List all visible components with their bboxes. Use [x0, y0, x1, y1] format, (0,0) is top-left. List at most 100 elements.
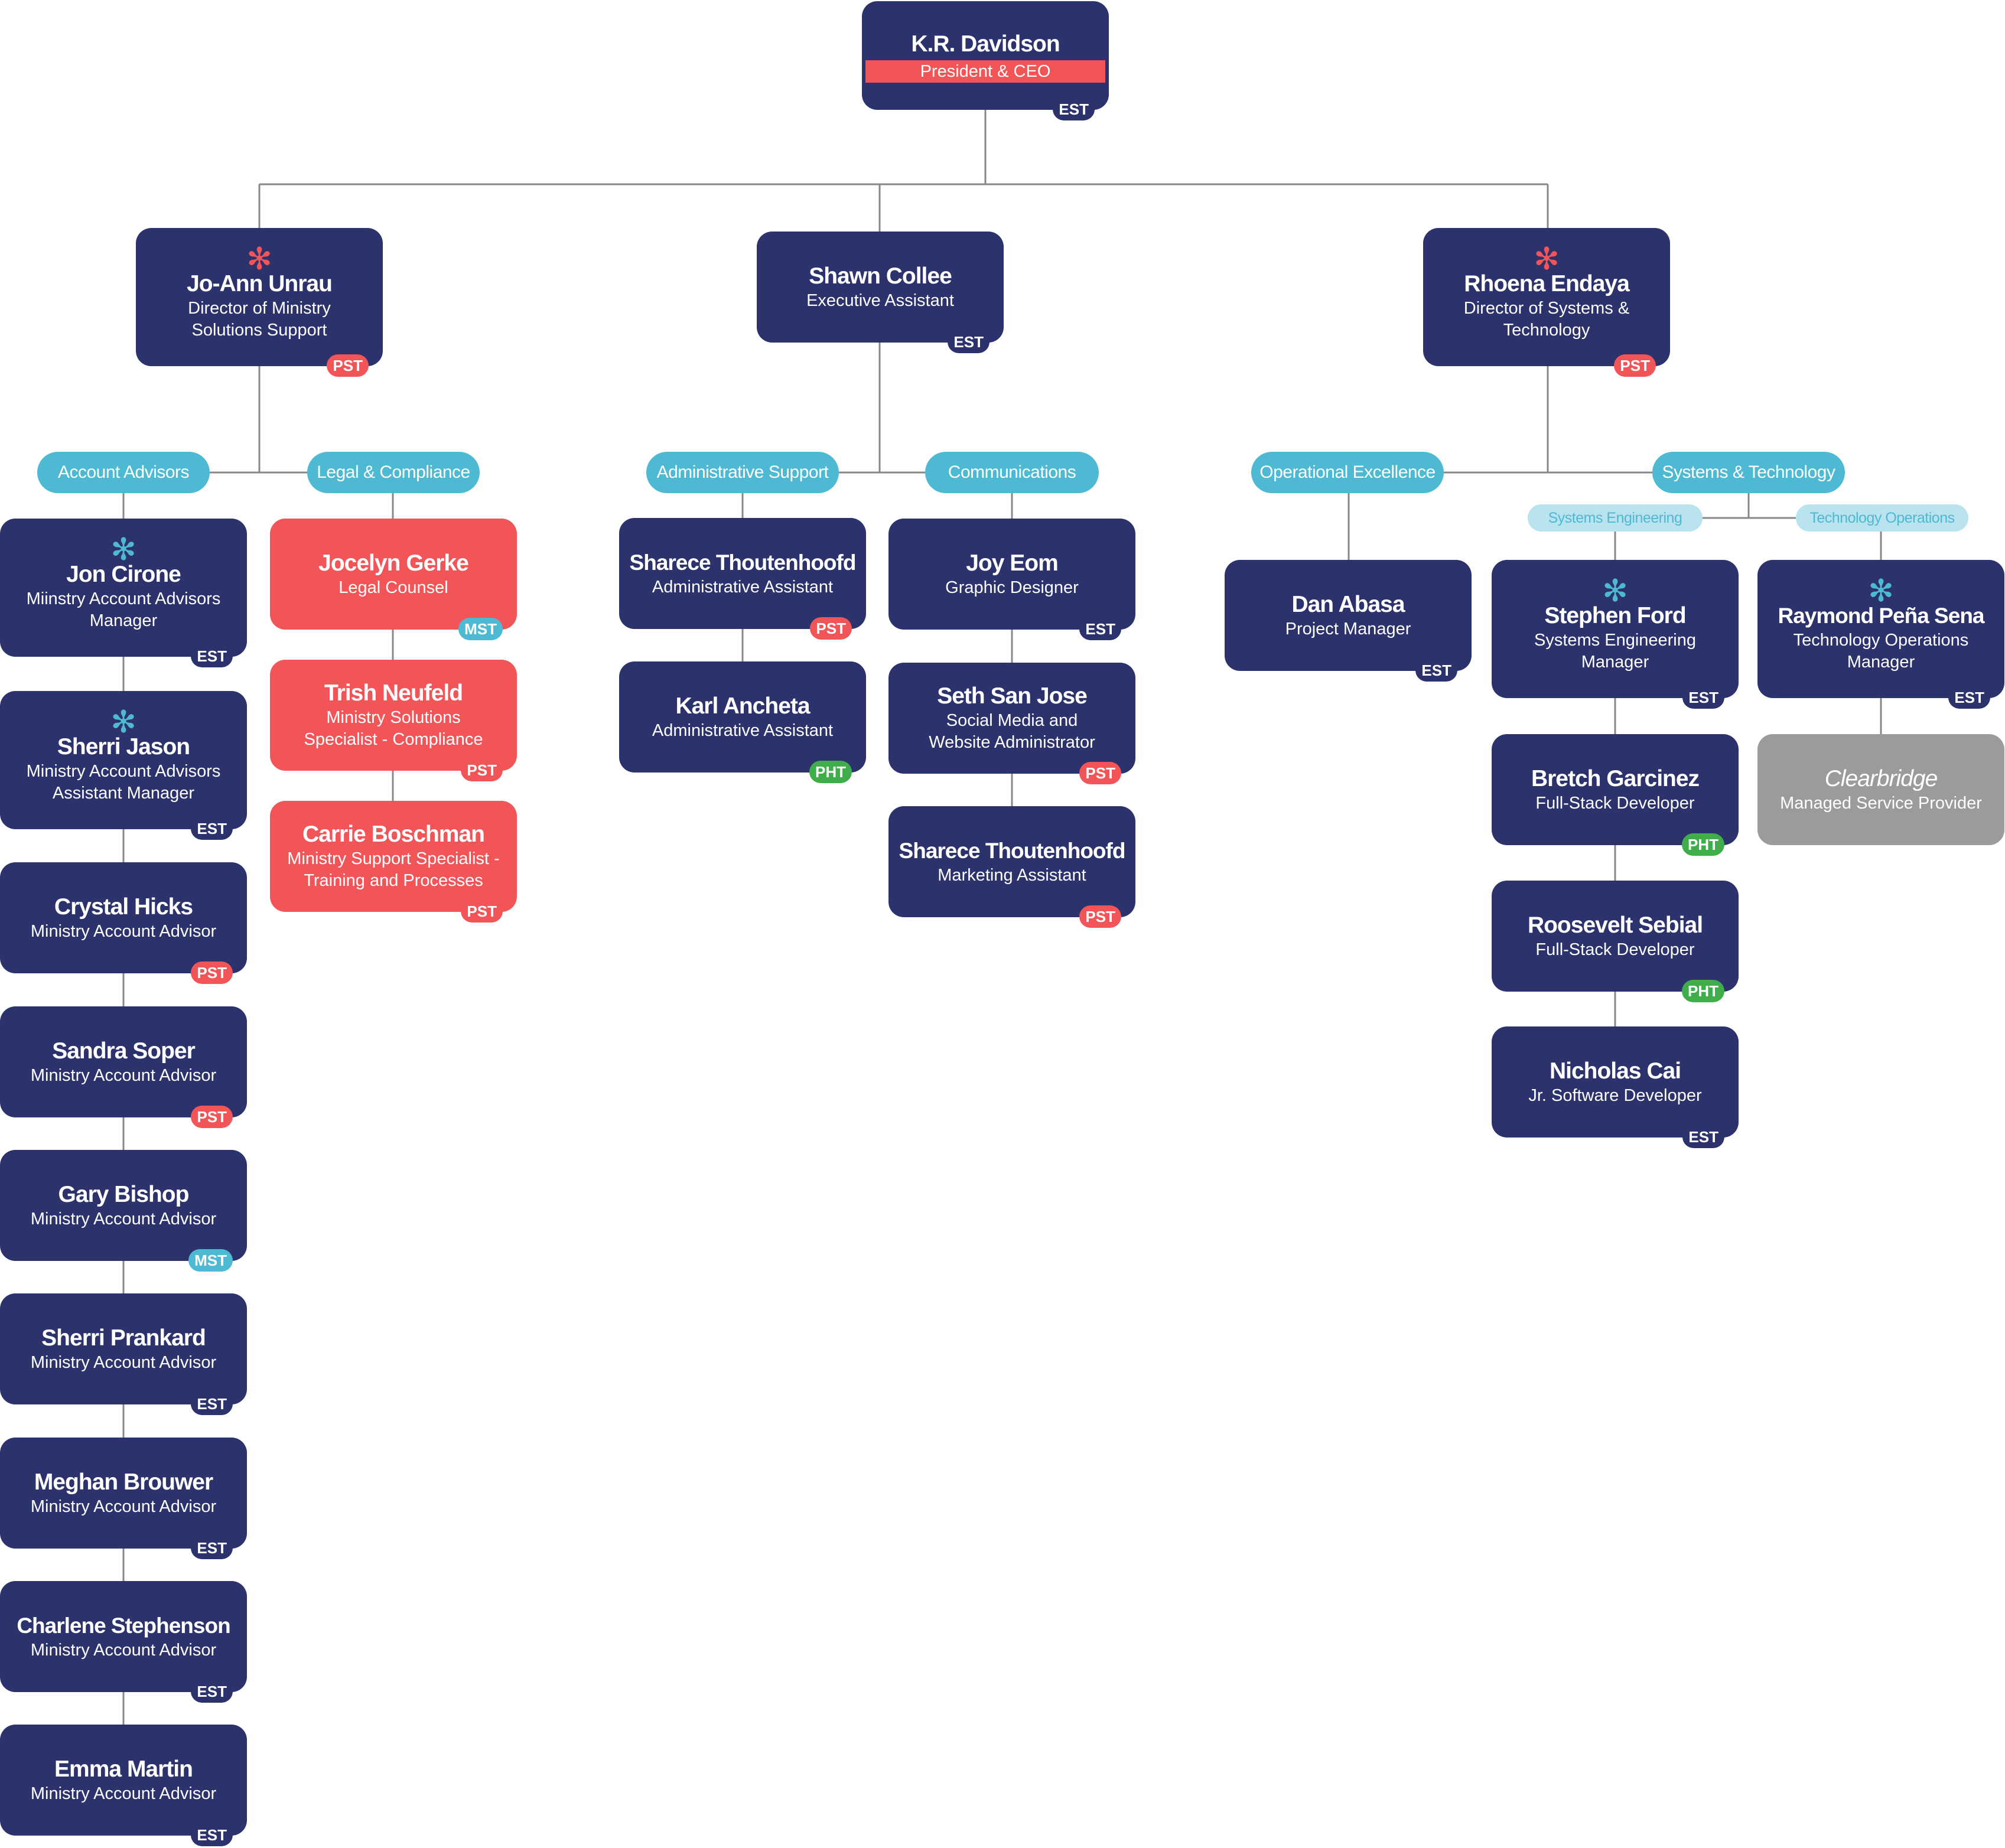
- timezone-badge: EST: [191, 817, 233, 840]
- person-name: Raymond Peña Sena: [1778, 604, 1984, 628]
- person-card: Sharece Thoutenhoofd Marketing Assistant…: [888, 806, 1135, 928]
- person-title: Ministry Account Advisor: [30, 1784, 217, 1803]
- person-name: Seth San Jose: [937, 683, 1088, 709]
- person-name: Jocelyn Gerke: [318, 550, 469, 576]
- vendor-title: Managed Service Provider: [1780, 793, 1982, 813]
- timezone-badge: PST: [327, 354, 369, 377]
- timezone-badge: EST: [191, 1680, 233, 1703]
- person-name: Dan Abasa: [1291, 591, 1405, 617]
- person-name: Rhoena Endaya: [1464, 271, 1630, 296]
- timezone-badge: EST: [191, 1537, 233, 1559]
- person-name: Sherri Prankard: [41, 1325, 206, 1351]
- timezone-badge: EST: [191, 1393, 233, 1415]
- timezone-badge: PST: [461, 759, 503, 781]
- person-name: Crystal Hicks: [54, 894, 193, 920]
- timezone-badge: PHT: [1682, 980, 1724, 1002]
- person-card: Emma Martin Ministry Account Advisor EST: [0, 1725, 247, 1846]
- person-card: Jocelyn Gerke Legal Counsel MST: [270, 519, 517, 640]
- person-card: Charlene Stephenson Ministry Account Adv…: [0, 1581, 247, 1703]
- person-title: Graphic Designer: [945, 578, 1079, 597]
- person-title: Ministry Account Advisor: [30, 1065, 217, 1085]
- group-administrative-support: Administrative Support: [646, 452, 839, 493]
- asterisk-icon: ✻: [1868, 574, 1894, 608]
- group-operational-excellence: Operational Excellence: [1251, 452, 1444, 493]
- person-title: Full-Stack Developer: [1535, 940, 1695, 959]
- person-card: Gary Bishop Ministry Account Advisor MST: [0, 1150, 247, 1272]
- person-name: Nicholas Cai: [1549, 1058, 1681, 1084]
- ceo-title: President & CEO: [865, 60, 1105, 83]
- person-card: Sherri Prankard Ministry Account Advisor…: [0, 1293, 247, 1415]
- person-title: Ministry Support Specialist - Training a…: [287, 849, 500, 890]
- person-title: Systems Engineering Manager: [1534, 631, 1697, 672]
- timezone-badge: PHT: [809, 761, 852, 783]
- person-title: Ministry Account Advisor: [30, 1352, 217, 1372]
- person-title: Social Media and Website Administrator: [929, 711, 1095, 752]
- timezone-badge: PST: [191, 1106, 233, 1128]
- director-card-collee: Shawn Collee Executive Assistant EST: [757, 232, 1004, 353]
- person-title: Full-Stack Developer: [1535, 793, 1695, 813]
- person-title: Ministry Account Advisor: [30, 1640, 217, 1660]
- person-card: Meghan Brouwer Ministry Account Advisor …: [0, 1438, 247, 1559]
- person-title: Miinstry Account Advisors Manager: [26, 589, 221, 630]
- timezone-badge: PST: [1079, 905, 1121, 928]
- ceo-card: K.R. Davidson President & CEO EST: [862, 1, 1109, 120]
- asterisk-icon: ✻: [1534, 242, 1560, 276]
- person-card: Roosevelt Sebial Full-Stack Developer PH…: [1492, 881, 1739, 1002]
- timezone-badge: EST: [1682, 1126, 1724, 1148]
- person-card: Crystal Hicks Ministry Account Advisor P…: [0, 862, 247, 984]
- person-card: Bretch Garcinez Full-Stack Developer PHT: [1492, 734, 1739, 856]
- vendor-name: Clearbridge: [1824, 765, 1938, 791]
- person-name: Gary Bishop: [58, 1181, 190, 1207]
- person-title: Technology Operations Manager: [1793, 631, 1969, 672]
- person-name: Charlene Stephenson: [17, 1613, 230, 1638]
- person-card: Joy Eom Graphic Designer EST: [888, 519, 1135, 640]
- person-title: Director of Systems & Technology: [1463, 299, 1630, 340]
- person-card: Karl Ancheta Administrative Assistant PH…: [619, 661, 866, 783]
- timezone-badge: PST: [1079, 762, 1121, 784]
- group-communications: Communications: [925, 452, 1099, 493]
- ceo-name: K.R. Davidson: [911, 31, 1060, 57]
- person-card: Trish Neufeld Ministry Solutions Special…: [270, 660, 517, 781]
- timezone-badge: EST: [1948, 686, 1990, 709]
- asterisk-icon: ✻: [1602, 574, 1628, 608]
- person-name: Jo-Ann Unrau: [187, 271, 333, 296]
- group-technology-operations: Technology Operations: [1796, 504, 1968, 532]
- timezone-badge: PST: [810, 617, 852, 640]
- person-name: Sherri Jason: [57, 734, 190, 760]
- timezone-badge: EST: [1079, 618, 1121, 640]
- person-title: Ministry Account Advisors Assistant Mana…: [26, 762, 221, 803]
- asterisk-icon: ✻: [110, 705, 136, 739]
- group-systems-technology: Systems & Technology: [1652, 452, 1845, 493]
- timezone-badge: MST: [188, 1249, 233, 1272]
- person-card: ✻ Raymond Peña Sena Technology Operation…: [1757, 560, 2004, 709]
- timezone-badge: EST: [191, 645, 233, 667]
- vendor-card: Clearbridge Managed Service Provider: [1757, 734, 2004, 845]
- person-card: ✻ Stephen Ford Systems Engineering Manag…: [1492, 560, 1739, 709]
- timezone-badge: EST: [1053, 98, 1095, 120]
- person-card: ✻ Sherri Jason Ministry Account Advisors…: [0, 691, 247, 840]
- person-name: Stephen Ford: [1544, 603, 1686, 628]
- timezone-badge: PHT: [1682, 833, 1724, 856]
- group-account-advisors: Account Advisors: [37, 452, 210, 493]
- timezone-badge: PST: [191, 962, 233, 984]
- person-name: Trish Neufeld: [324, 680, 463, 706]
- person-card: Carrie Boschman Ministry Support Special…: [270, 801, 517, 923]
- person-title: Legal Counsel: [338, 578, 448, 597]
- timezone-badge: EST: [1415, 659, 1457, 682]
- person-name: Sandra Soper: [52, 1038, 196, 1064]
- director-card-endaya: ✻ Rhoena Endaya Director of Systems & Te…: [1423, 228, 1670, 377]
- director-card-unrau: ✻ Jo-Ann Unrau Director of Ministry Solu…: [136, 228, 383, 377]
- person-title: Administrative Assistant: [652, 577, 834, 597]
- person-name: Sharece Thoutenhoofd: [629, 550, 857, 575]
- person-card: Seth San Jose Social Media and Website A…: [888, 663, 1135, 784]
- person-name: Shawn Collee: [809, 263, 952, 289]
- person-title: Marketing Assistant: [938, 865, 1086, 885]
- person-name: Karl Ancheta: [675, 693, 810, 719]
- person-name: Bretch Garcinez: [1531, 765, 1700, 791]
- person-name: Carrie Boschman: [302, 822, 485, 847]
- timezone-badge: EST: [1682, 686, 1724, 709]
- asterisk-icon: ✻: [246, 242, 272, 276]
- person-title: Jr. Software Developer: [1528, 1086, 1702, 1105]
- person-title: Administrative Assistant: [652, 721, 834, 740]
